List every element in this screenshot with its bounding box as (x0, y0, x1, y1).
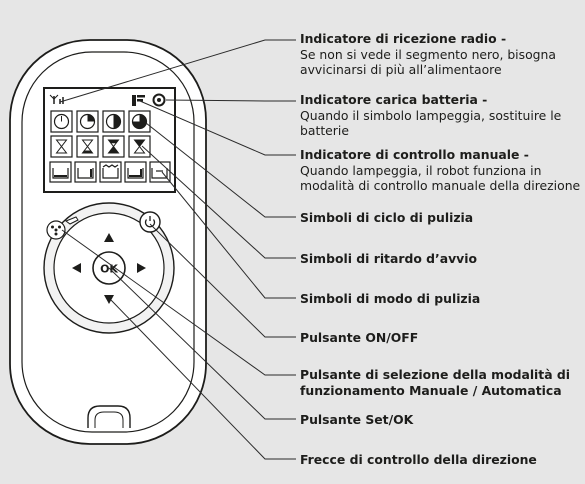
leader-arrows (110, 299, 296, 460)
lanyard-loop-inner (94, 411, 124, 428)
label-mode-button: Pulsante di selezione della modalità di … (300, 367, 571, 398)
leader-power (149, 223, 296, 338)
power-button[interactable] (139, 211, 161, 233)
label-mode-symbols: Simboli di modo di pulizia (300, 291, 481, 306)
label-battery-indicator: Indicatore carica batteria - Quando il s… (300, 92, 562, 138)
pool-waterline-icon (99, 161, 122, 183)
mode-symbols (49, 161, 171, 183)
leader-cycle (145, 122, 296, 218)
pool-wall-icon (74, 161, 97, 183)
antenna-icon (49, 94, 64, 104)
hourglass-icon (102, 135, 125, 158)
manual-control-icon (132, 95, 145, 106)
label-delay-symbols: Simboli di ritardo d’avvio (300, 251, 478, 266)
leader-delay (141, 145, 296, 259)
hourglass-icon (76, 135, 99, 158)
leader-battery (165, 99, 296, 102)
power-icon (144, 216, 156, 228)
ok-button-label: OK (100, 263, 118, 276)
label-cycle-symbols: Simboli di ciclo di pulizia (300, 210, 474, 225)
delay-symbols (50, 135, 151, 158)
pool-custom-icon (149, 161, 171, 183)
lanyard-loop (87, 405, 131, 428)
arrow-left-icon[interactable] (72, 263, 81, 273)
manual-hand-icon (64, 216, 79, 225)
leader-lines (59, 39, 296, 460)
arrow-down-icon[interactable] (104, 295, 114, 304)
leader-mode-button (61, 229, 296, 376)
leader-manual (139, 100, 296, 156)
cycle-symbols (50, 110, 151, 133)
clock-half-icon (102, 110, 125, 133)
leader-ok (108, 267, 296, 420)
label-radio-indicator: Indicatore di ricezione radio - Se non s… (300, 31, 556, 77)
leader-radio (59, 39, 296, 103)
remote-inner-edge (21, 51, 195, 433)
hourglass-icon (50, 135, 73, 158)
leader-mode (161, 171, 296, 299)
pool-floor-wall-icon (124, 161, 147, 183)
arrow-right-icon[interactable] (137, 263, 146, 273)
pool-floor-icon (49, 161, 72, 183)
hourglass-icon (128, 135, 151, 158)
label-ok-button: Pulsante Set/OK (300, 412, 414, 427)
battery-icon (152, 93, 166, 107)
clock-quarter-icon (76, 110, 99, 133)
mode-select-icon (51, 225, 61, 236)
clock-three-quarter-icon (128, 110, 151, 133)
label-power-button: Pulsante ON/OFF (300, 330, 419, 345)
label-manual-indicator: Indicatore di controllo manuale - Quando… (300, 147, 581, 193)
clock-icon (50, 110, 73, 133)
label-direction-arrows: Frecce di controllo della direzione (300, 452, 537, 467)
arrow-up-icon[interactable] (104, 233, 114, 242)
